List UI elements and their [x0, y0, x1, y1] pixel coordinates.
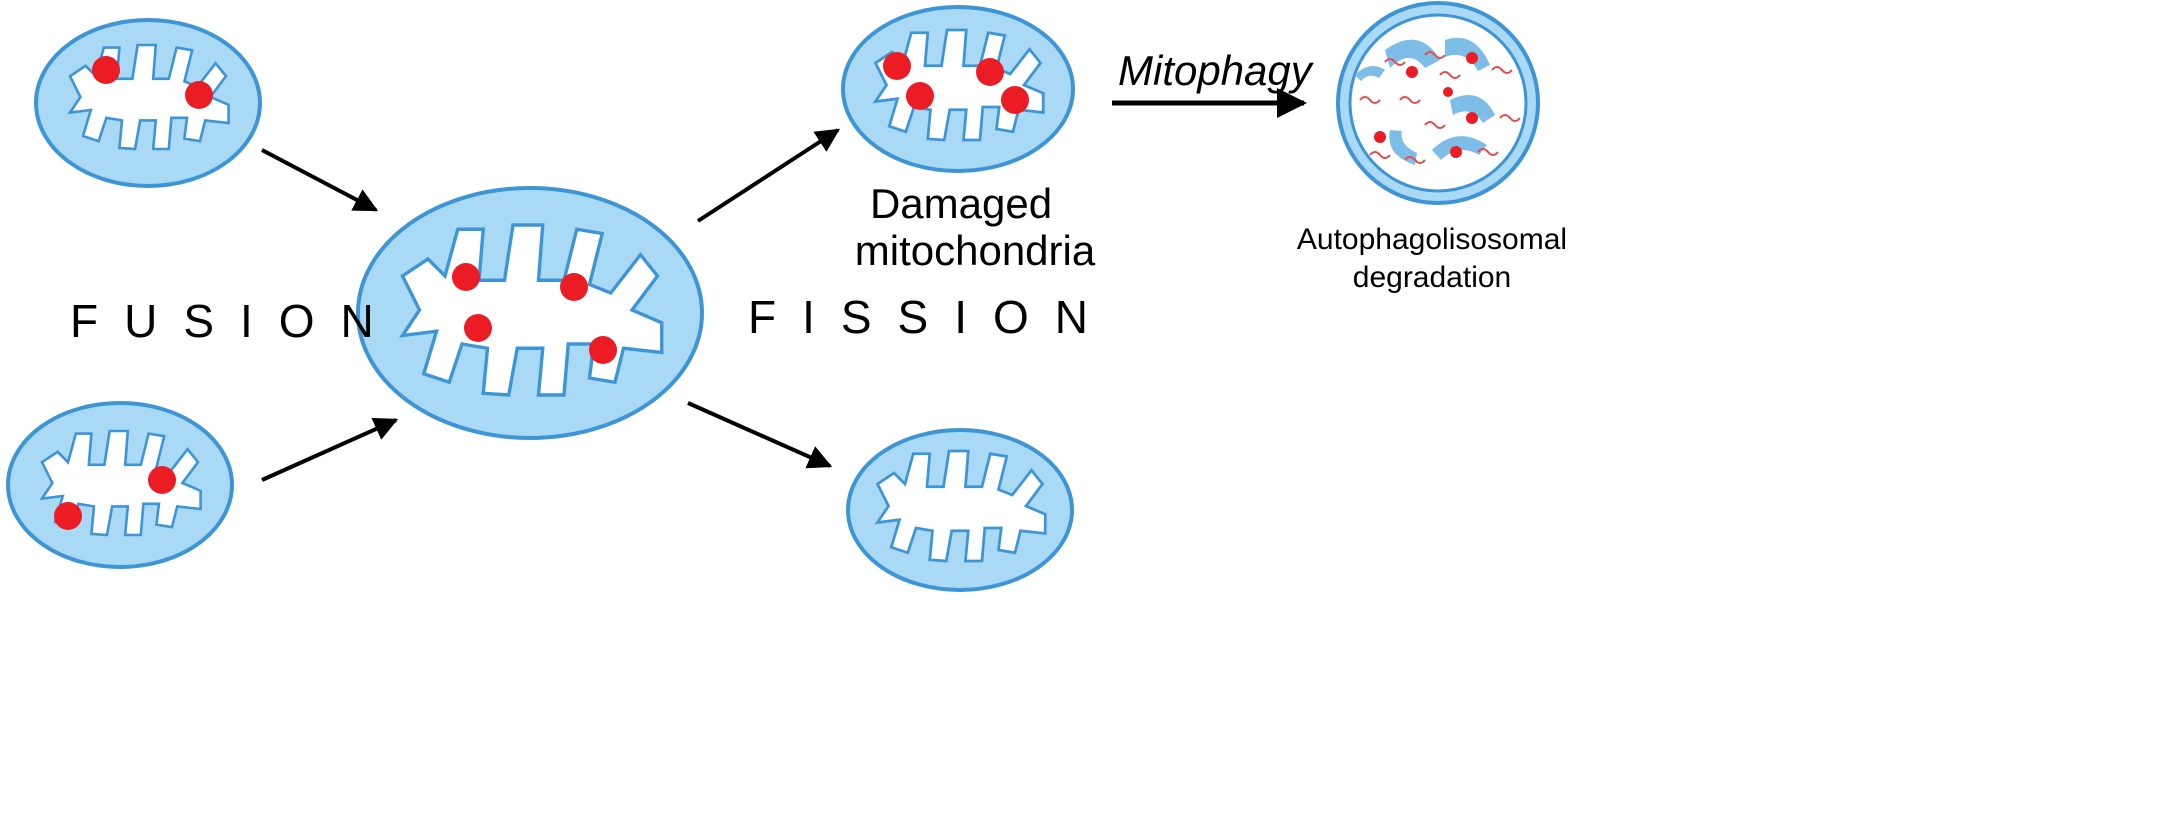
mitochondrion-top-left	[34, 18, 262, 188]
mitophagy-label: Mitophagy	[1118, 47, 1315, 94]
mitochondrion-bottom-left	[6, 401, 234, 569]
arrow-icon	[261, 417, 399, 482]
damaged-label-line1: Damaged	[870, 180, 1052, 227]
arrow-icon	[261, 148, 379, 212]
arrow-icon	[687, 401, 833, 469]
fission-label: FISSION	[748, 291, 1114, 343]
damaged-label-line2: mitochondria	[855, 227, 1096, 274]
degradation-label-line1: Autophagolisosomal	[1297, 223, 1567, 256]
mitochondrion-fused	[356, 186, 704, 440]
fusion-label: FUSION	[70, 295, 400, 347]
mitochondrion-damaged	[841, 5, 1075, 173]
arrow-icon	[696, 128, 841, 223]
autophagolysosome-icon	[1336, 1, 1540, 205]
degradation-label-line2: degradation	[1353, 261, 1511, 294]
mitochondrion-healthy	[846, 428, 1074, 592]
